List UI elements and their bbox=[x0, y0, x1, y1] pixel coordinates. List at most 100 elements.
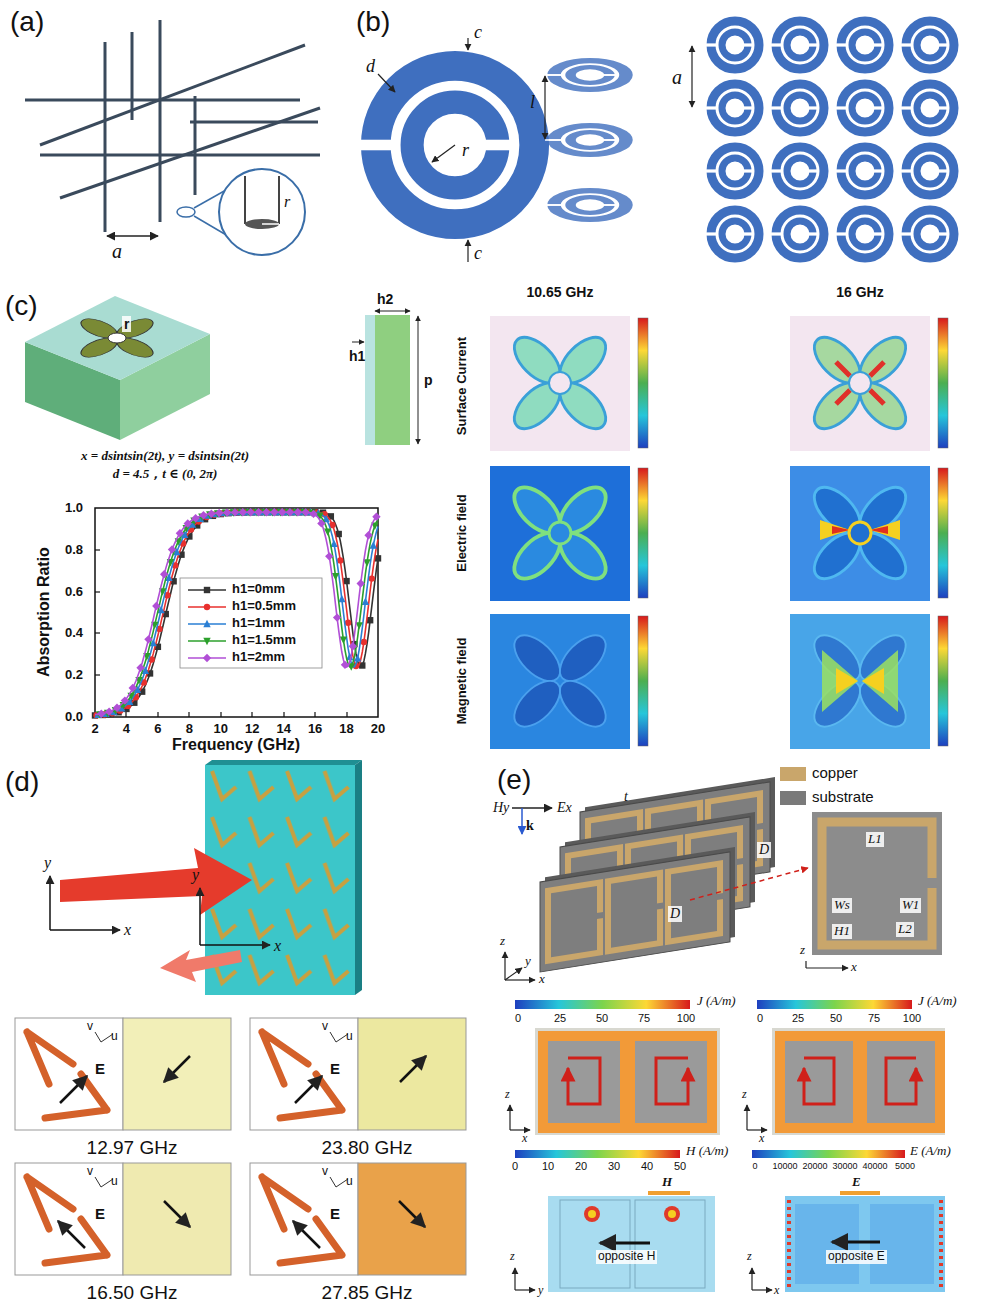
figure-label: 0 bbox=[512, 1160, 518, 1173]
figure-label: 10000 bbox=[772, 1161, 797, 1171]
figure-line bbox=[691, 46, 692, 107]
figure-rect bbox=[757, 1000, 912, 1009]
figure-line bbox=[400, 1056, 426, 1082]
figure-line bbox=[199, 888, 201, 945]
figure-ellipse bbox=[245, 219, 279, 229]
figure-use bbox=[506, 627, 613, 734]
figure-line bbox=[805, 961, 806, 968]
figure-line bbox=[251, 712, 252, 717]
figure-label: t bbox=[624, 789, 628, 805]
figure-use bbox=[770, 21, 824, 69]
figure-use bbox=[705, 210, 759, 258]
figure-use bbox=[835, 21, 889, 69]
data-marker bbox=[246, 508, 254, 516]
figure-path bbox=[822, 650, 898, 712]
figure-rect bbox=[123, 1163, 231, 1275]
figure-line bbox=[157, 712, 158, 717]
figure-rect bbox=[515, 1000, 690, 1009]
figure-line bbox=[806, 967, 848, 968]
figure-label: r bbox=[284, 193, 290, 211]
figure-label: z bbox=[742, 1088, 747, 1102]
figure-line bbox=[522, 807, 552, 809]
figure-label: z bbox=[505, 1088, 510, 1102]
figure-label: 0 bbox=[752, 1161, 757, 1171]
figure-rect bbox=[772, 1028, 945, 1135]
figure-label: 75 bbox=[868, 1012, 880, 1025]
figure-circle bbox=[549, 372, 571, 394]
legend-swatch bbox=[780, 791, 806, 805]
figure-polygon bbox=[355, 760, 362, 995]
figure-label: 10 bbox=[542, 1160, 554, 1173]
figure-line bbox=[544, 76, 545, 139]
figure-label: 16.50 GHz bbox=[87, 1282, 178, 1304]
figure-label: d bbox=[366, 56, 375, 77]
figure-use bbox=[506, 479, 613, 586]
figure-use bbox=[770, 210, 824, 258]
figure-label: E bbox=[95, 1060, 105, 1077]
figure-label: u bbox=[346, 1175, 353, 1189]
figure-label: 12.97 GHz bbox=[87, 1137, 178, 1159]
figure-label: 1.0 bbox=[65, 501, 83, 516]
figure-path bbox=[886, 1058, 916, 1104]
figure-label: Frequency (GHz) bbox=[172, 736, 300, 754]
figure-path bbox=[804, 1058, 834, 1104]
figure-label: 50 bbox=[674, 1160, 686, 1173]
figure-line bbox=[832, 1241, 880, 1244]
figure-label: 0.0 bbox=[65, 710, 83, 725]
figure-ellipse bbox=[108, 333, 126, 343]
figure-label: x bbox=[539, 972, 545, 987]
figure-use bbox=[705, 84, 759, 132]
figure-label: x bbox=[774, 1284, 779, 1298]
data-marker bbox=[357, 579, 365, 587]
data-marker bbox=[333, 613, 341, 621]
data-marker bbox=[168, 545, 176, 553]
data-marker bbox=[144, 635, 152, 643]
figure-line bbox=[200, 944, 270, 946]
figure-use bbox=[545, 126, 626, 155]
figure-label: 0.4 bbox=[65, 626, 83, 641]
figure-line bbox=[399, 1201, 425, 1227]
figure-use bbox=[250, 1018, 358, 1130]
data-marker bbox=[278, 508, 286, 516]
figure-label: h2 bbox=[377, 291, 393, 307]
figure-label: 30000 bbox=[832, 1161, 857, 1171]
figure-label: u bbox=[111, 1030, 118, 1044]
figure-use bbox=[545, 191, 626, 220]
legend-text: h1=0mm bbox=[232, 582, 285, 597]
figure-circle bbox=[664, 1206, 680, 1222]
figure-label: v bbox=[322, 1020, 328, 1034]
figure-label: (a) bbox=[10, 6, 44, 38]
figure-rect bbox=[490, 316, 630, 451]
figure-use bbox=[545, 61, 626, 90]
figure-label: E bbox=[95, 1205, 105, 1222]
figure-line bbox=[262, 223, 279, 225]
figure-label: 100 bbox=[677, 1012, 695, 1025]
figure-g bbox=[95, 550, 347, 717]
figure-label: Ws bbox=[832, 898, 852, 913]
figure-rect bbox=[375, 315, 410, 445]
data-marker bbox=[254, 508, 262, 516]
data-marker bbox=[97, 710, 105, 718]
figure-line bbox=[194, 96, 197, 195]
data-marker bbox=[136, 664, 144, 672]
figure-line bbox=[467, 240, 468, 262]
figure-polygon bbox=[25, 296, 210, 380]
data-marker bbox=[129, 684, 137, 692]
data-marker bbox=[341, 661, 349, 669]
figure-label: p bbox=[424, 372, 433, 388]
figure-circle bbox=[849, 522, 871, 544]
data-marker bbox=[239, 508, 247, 516]
data-series bbox=[95, 512, 378, 714]
figure-line bbox=[188, 712, 189, 717]
data-marker bbox=[199, 511, 207, 519]
data-marker bbox=[207, 510, 215, 518]
legend-samples bbox=[188, 587, 226, 662]
data-marker bbox=[343, 578, 349, 584]
data-marker bbox=[121, 696, 129, 704]
figure-label: x bbox=[851, 960, 857, 975]
figure-line bbox=[50, 929, 120, 931]
legend-text: h1=2mm bbox=[232, 650, 285, 665]
figure-label: u bbox=[346, 1030, 353, 1044]
figure-label: c bbox=[474, 22, 482, 43]
figure-label: v bbox=[87, 1020, 93, 1034]
